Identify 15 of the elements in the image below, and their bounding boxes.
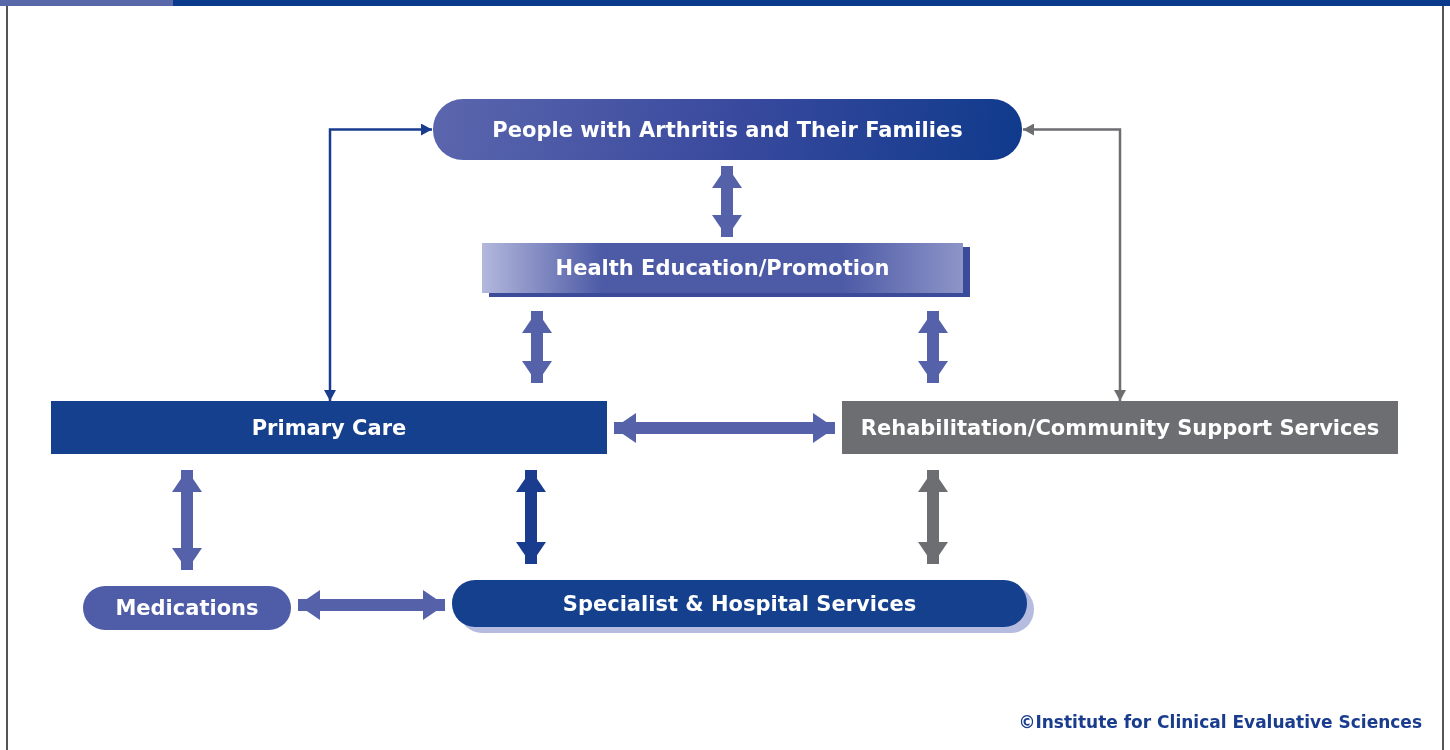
- rounded-box: Medications: [83, 586, 291, 630]
- double-arrow: [522, 311, 552, 383]
- double-arrow: [918, 470, 948, 564]
- double-arrow: [172, 470, 202, 570]
- connector-arrow: [324, 123, 432, 401]
- double-arrow: [614, 413, 835, 443]
- double-arrow: [298, 590, 445, 620]
- double-arrow: [918, 311, 948, 383]
- process-box: Rehabilitation/Community Support Services: [842, 401, 1398, 454]
- double-arrow: [516, 470, 546, 564]
- rounded-box: People with Arthritis and Their Families: [433, 99, 1022, 160]
- connector-arrow: [1023, 123, 1126, 401]
- copyright-note: ©Institute for Clinical Evaluative Sciences: [1018, 712, 1422, 732]
- process-box: Primary Care: [51, 401, 607, 454]
- double-arrow: [712, 166, 742, 237]
